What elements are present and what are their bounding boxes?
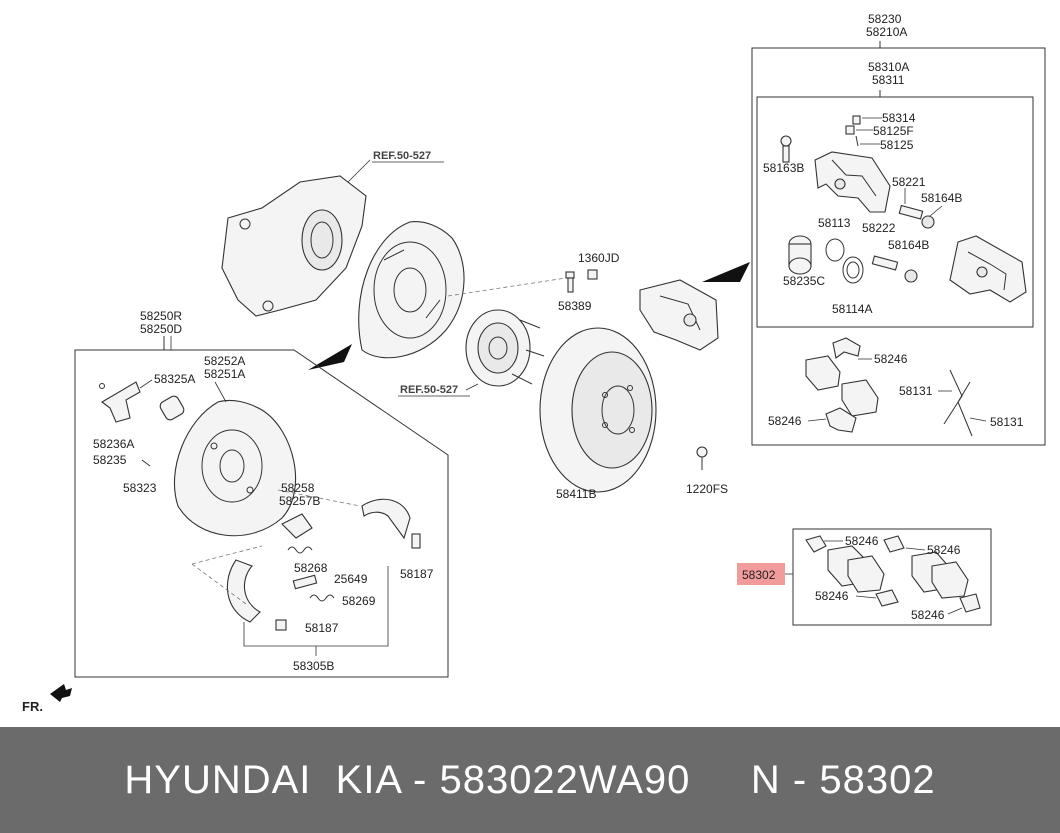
pad-kit-pads-part <box>827 545 969 599</box>
adjuster-clip-part <box>159 395 185 421</box>
guide-pin-lower-part <box>871 255 918 283</box>
label-58131-upper: 58131 <box>899 384 933 398</box>
label-25649: 25649 <box>334 572 368 586</box>
exploded-parts-diagram: 58230 58210A 58310A 58311 58314 58125F 5… <box>22 12 1046 714</box>
label-58389: 58389 <box>558 299 592 313</box>
label-58210A: 58210A <box>866 25 907 39</box>
label-58311: 58311 <box>872 73 905 87</box>
parking-brake-backing-plate-part <box>358 221 465 359</box>
kit-label-58246-d: 58246 <box>911 608 945 622</box>
part-number-footer: HYUNDAI KIA - 583022WA90 N - 58302 <box>0 727 1060 833</box>
adjuster-lever-part <box>281 513 313 539</box>
label-58251A: 58251A <box>204 367 245 381</box>
pad-kit-highlight <box>737 563 785 585</box>
front-direction-arrow <box>50 684 72 702</box>
bleeder-screw-part <box>845 115 861 147</box>
ref-top-leader <box>347 159 371 183</box>
label-58164B-lower: 58164B <box>888 238 929 252</box>
label-58125: 58125 <box>880 138 914 152</box>
spring-part <box>309 594 335 602</box>
label-58187-lower: 58187 <box>305 621 339 635</box>
piston-part <box>788 235 812 275</box>
bolt-part <box>780 135 792 163</box>
label-58221: 58221 <box>892 175 926 189</box>
front-label: FR. <box>22 699 43 714</box>
label-58325A: 58325A <box>154 372 195 386</box>
caliper-housing-part <box>949 235 1027 303</box>
label-58250R: 58250R <box>140 309 182 323</box>
brake-disc-part <box>539 327 657 493</box>
label-58252A: 58252A <box>204 354 245 368</box>
nut-part <box>587 269 598 280</box>
kit-label-58246-c: 58246 <box>815 589 849 603</box>
label-58246-lower: 58246 <box>768 414 802 428</box>
retainer-clip-lower-part <box>275 619 287 631</box>
guide-pin-part <box>898 204 935 229</box>
label-58131-lower: 58131 <box>990 415 1024 429</box>
label-58114A: 58114A <box>832 302 872 316</box>
label-58268: 58268 <box>294 561 328 575</box>
adjuster-part <box>292 574 318 590</box>
ref-label-middle: REF.50-527 <box>400 384 458 396</box>
caliper-arrow <box>702 262 750 282</box>
label-58323: 58323 <box>123 481 157 495</box>
ref-label-top: REF.50-527 <box>373 150 431 162</box>
label-58235: 58235 <box>93 453 127 467</box>
disc-screw-part <box>696 446 708 470</box>
label-58236A: 58236A <box>93 437 134 451</box>
piston-boot-part <box>842 256 864 284</box>
label-58310A: 58310A <box>868 60 909 74</box>
label-1220FS: 1220FS <box>686 482 728 496</box>
label-58187-right: 58187 <box>400 567 434 581</box>
hub-bearing-part <box>465 309 545 387</box>
label-58163B: 58163B <box>763 161 804 175</box>
label-58125F: 58125F <box>873 124 914 138</box>
caliper-assembly-part <box>639 279 719 351</box>
label-58222: 58222 <box>862 221 896 235</box>
strut-bar-part <box>101 381 141 423</box>
pad-kit-clips-part <box>805 535 981 613</box>
label-58411B: 58411B <box>556 487 596 501</box>
label-58269: 58269 <box>342 594 376 608</box>
knuckle-part <box>221 175 367 317</box>
label-58235C: 58235C <box>783 274 825 288</box>
retainer-clip-part <box>411 533 421 549</box>
label-58258: 58258 <box>281 481 315 495</box>
caliper-inner-box <box>756 90 1034 328</box>
caliper-bracket-part <box>814 151 891 213</box>
caliper-bolt-part <box>565 271 575 293</box>
parking-brake-box <box>74 336 449 678</box>
brake-shoe-upper-part <box>361 498 411 540</box>
anti-rattle-spring-part <box>943 369 973 437</box>
piston-seal-part <box>825 238 845 262</box>
label-58230: 58230 <box>868 12 902 26</box>
label-58257B: 58257B <box>279 494 320 508</box>
backing-plate-part <box>174 399 297 537</box>
return-spring-part <box>287 546 313 554</box>
brake-shoe-lower-part <box>226 559 261 623</box>
brake-pad-upper-part <box>805 337 861 391</box>
label-58302: 58302 <box>742 568 776 582</box>
brake-pad-lower-part <box>825 379 879 433</box>
footer-text: HYUNDAI KIA - 583022WA90 N - 58302 <box>124 757 936 802</box>
label-58246-upper: 58246 <box>874 352 908 366</box>
label-58305B: 58305B <box>293 659 334 673</box>
kit-label-58246-a: 58246 <box>845 534 879 548</box>
kit-label-58246-b: 58246 <box>927 543 961 557</box>
pad-kit-box <box>792 528 992 626</box>
ref-arrow-center <box>308 344 352 370</box>
label-58250D: 58250D <box>140 322 182 336</box>
label-58113: 58113 <box>818 216 851 230</box>
label-58164B-upper: 58164B <box>921 191 962 205</box>
label-58314: 58314 <box>882 111 916 125</box>
label-1360JD: 1360JD <box>578 251 620 265</box>
